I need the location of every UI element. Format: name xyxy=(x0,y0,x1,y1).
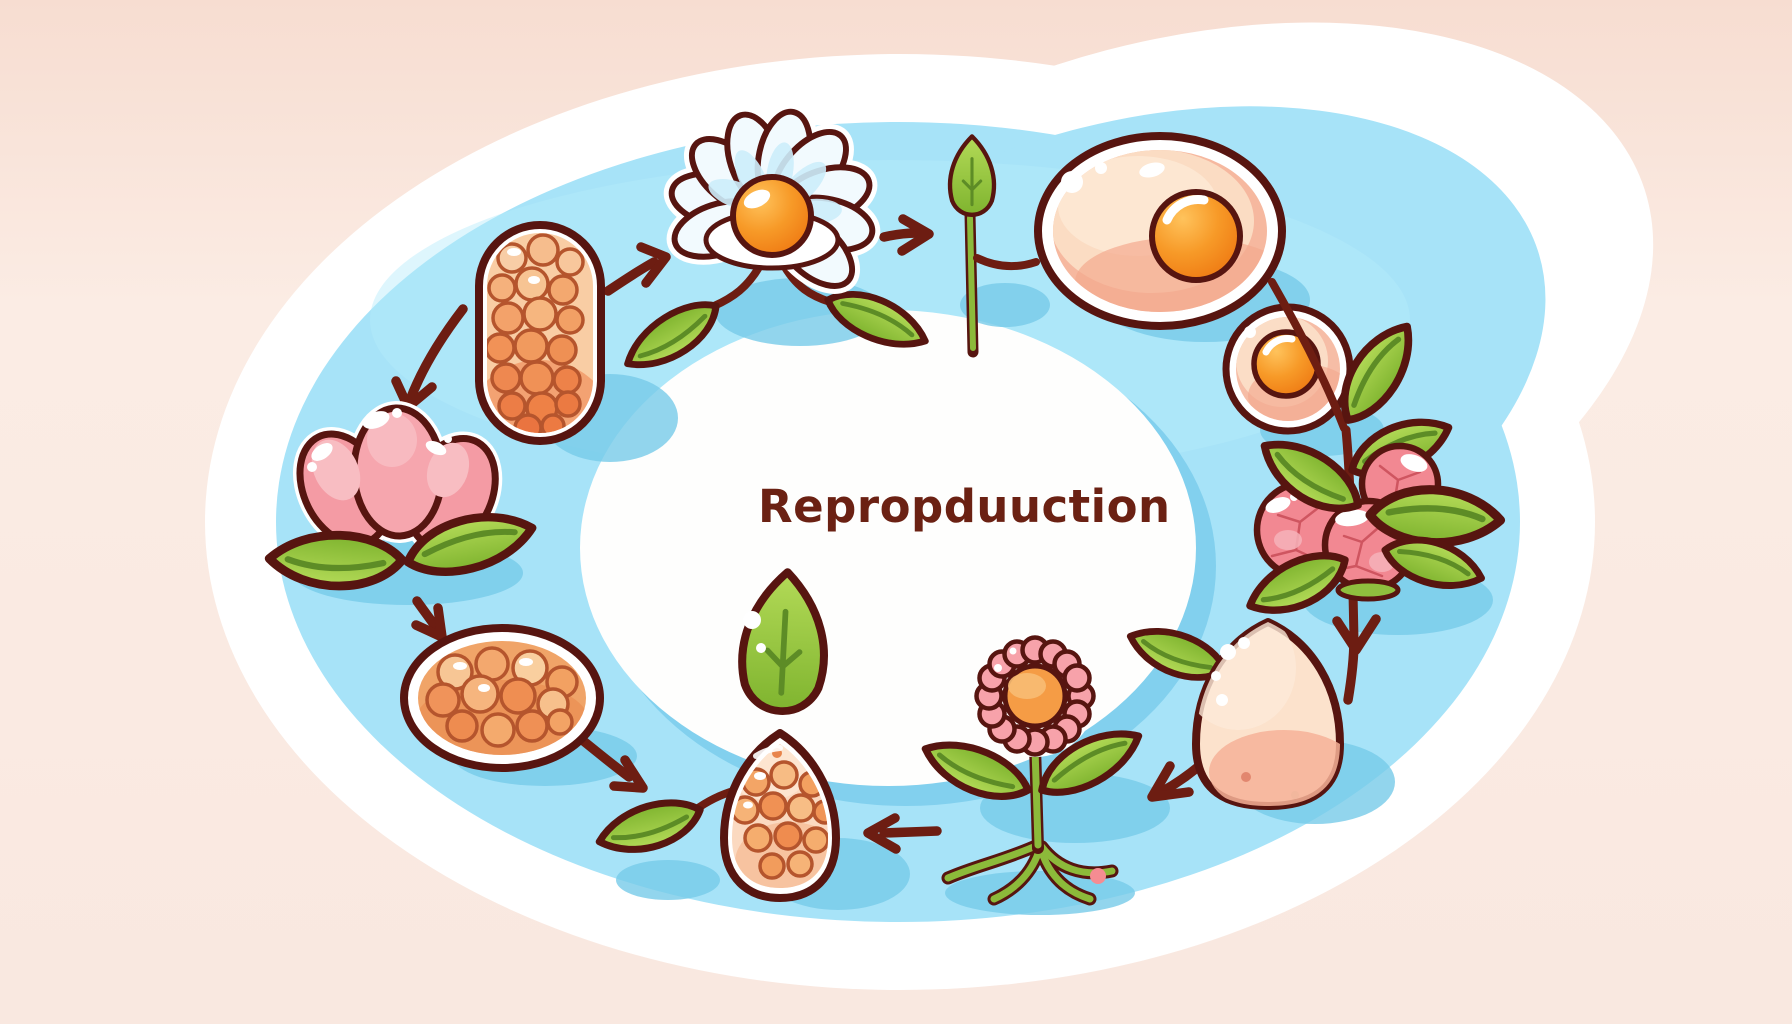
arrow-tray-to-pod xyxy=(576,734,648,793)
arrow-pink-flower-to-tray xyxy=(411,596,447,642)
seedling-with-roots xyxy=(918,635,1149,906)
white-blossom xyxy=(617,103,933,378)
seedling-flower xyxy=(974,635,1096,757)
seed-pod xyxy=(594,570,840,902)
berry-bract xyxy=(1335,578,1401,602)
large-egg-cell xyxy=(1034,132,1286,330)
green-bud xyxy=(950,136,1040,358)
center-ellipse xyxy=(580,310,1196,786)
bud-branch-connector xyxy=(973,254,1040,271)
large-cell-nucleus xyxy=(1149,189,1243,283)
soil-dot xyxy=(1090,868,1106,884)
blossom-center xyxy=(730,174,814,258)
seed-capsule xyxy=(475,221,605,445)
arrow-blossom-to-bud xyxy=(879,214,934,256)
pink-bud-flower xyxy=(267,401,537,593)
berry-cluster xyxy=(1241,278,1503,705)
page-title: Repropduuction xyxy=(758,480,1171,533)
arrow-capsule-to-blossom xyxy=(603,242,671,296)
seed-tray xyxy=(400,624,604,772)
arrow-seedling-to-pod xyxy=(863,813,942,854)
arrow-berries-to-egg xyxy=(1332,614,1381,705)
cycle-arrows xyxy=(391,214,1219,854)
berry-branch xyxy=(1268,278,1348,432)
